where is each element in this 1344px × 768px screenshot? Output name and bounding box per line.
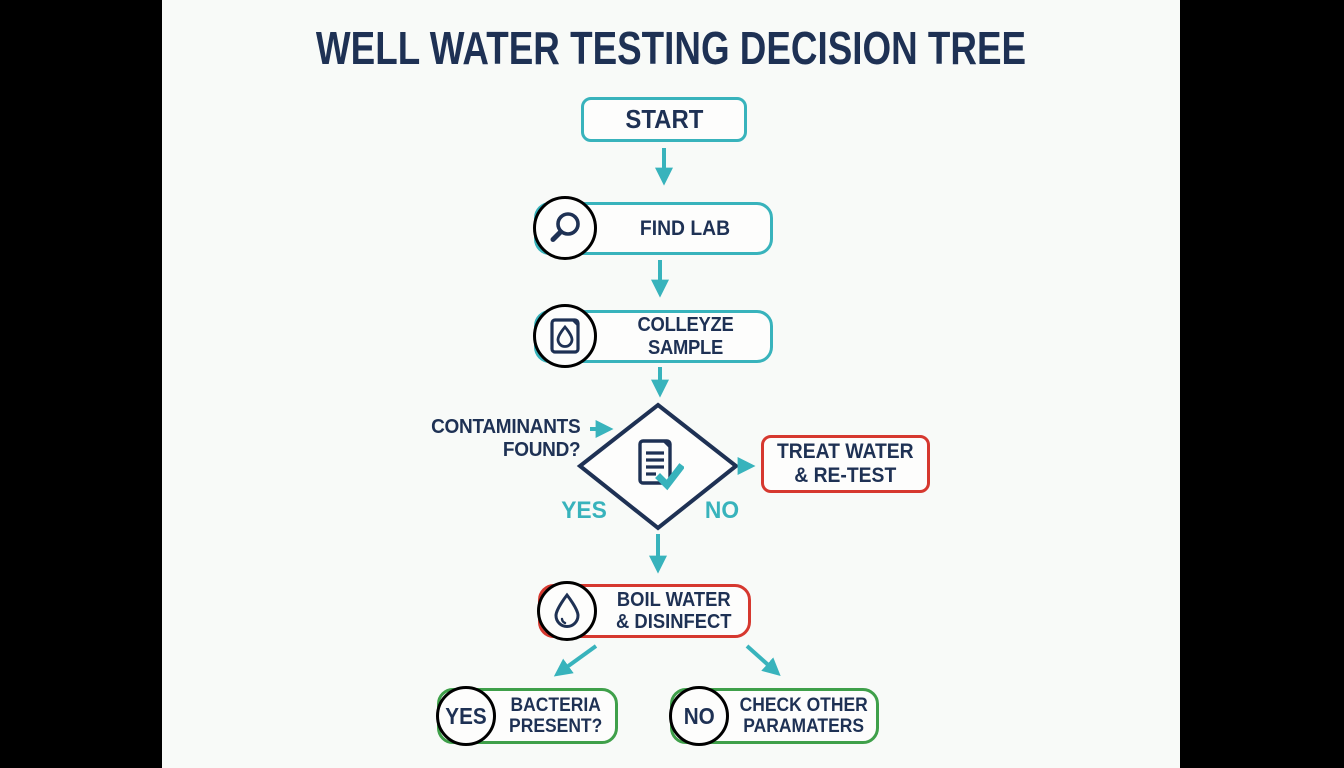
collect-sample-icon-badge (533, 304, 597, 368)
bacteria-present-label: BACTERIA PRESENT? (508, 694, 603, 737)
decision-no-label: NO (704, 497, 740, 524)
bacteria-present-badge-label: YES (445, 702, 487, 729)
boil-water-label: BOIL WATER & DISINFECT (615, 588, 732, 633)
node-treat-water: TREAT WATER & RE-TEST (761, 435, 930, 493)
water-drop-icon (554, 592, 580, 628)
treat-water-label: TREAT WATER & RE-TEST (777, 440, 914, 487)
report-checkmark-icon (638, 439, 684, 491)
node-start: START (581, 97, 747, 142)
start-label: START (625, 103, 703, 134)
boil-water-icon-badge (537, 581, 597, 641)
find-lab-label: FIND LAB (639, 216, 730, 240)
find-lab-icon-badge (533, 196, 597, 260)
bacteria-present-badge: YES (436, 686, 496, 746)
decision-question-label: CONTAMINANTS FOUND? (431, 416, 581, 461)
check-other-badge: NO (669, 686, 729, 746)
sample-drop-document-icon (550, 318, 580, 354)
magnifier-icon (550, 212, 580, 242)
decision-yes-label: YES (561, 497, 607, 524)
check-other-badge-label: NO (683, 702, 715, 729)
check-other-label: CHECK OTHER PARAMATERS (739, 694, 868, 737)
collect-sample-label: COLLEYZE SAMPLE (637, 314, 734, 359)
page-title: WELL WATER TESTING DECISION TREE (315, 22, 1027, 74)
decision-question: CONTAMINANTS FOUND? (360, 416, 586, 462)
